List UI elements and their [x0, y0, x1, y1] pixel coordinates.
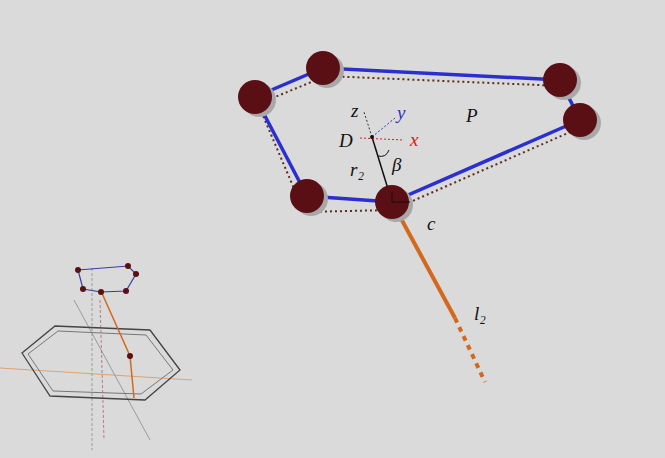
leg-line-dashed	[455, 318, 485, 382]
vertex-dots	[75, 263, 139, 295]
main-figure	[238, 51, 601, 382]
joint-balls	[238, 51, 601, 222]
radius-label: r₂	[350, 160, 364, 179]
inset-sketch	[0, 263, 192, 450]
point-label: c	[427, 214, 435, 233]
tick-line	[392, 202, 412, 203]
angle-arc	[378, 150, 389, 156]
hexagon-outline	[28, 331, 173, 394]
axis-label: z	[351, 101, 358, 120]
axis-line	[0, 368, 192, 380]
hexagon-outline	[22, 326, 180, 400]
leg-line	[101, 291, 134, 398]
dotted-polygon	[258, 76, 584, 212]
y-axis	[372, 118, 395, 137]
joint-dot	[127, 353, 133, 359]
axis-line	[74, 300, 150, 440]
tick-line	[392, 192, 393, 202]
axis-line	[92, 268, 93, 450]
polygon-label: P	[466, 106, 478, 125]
leg-label: l₂	[474, 304, 486, 323]
axis-label: x	[410, 130, 418, 149]
z-axis	[364, 112, 372, 137]
platform-outline	[78, 266, 136, 292]
tick-line	[392, 202, 410, 203]
axis-line	[100, 300, 104, 440]
axis-label: y	[397, 103, 405, 122]
x-axis	[360, 138, 404, 140]
point-label: D	[339, 131, 353, 150]
center-point	[370, 135, 374, 139]
angle-label: β	[392, 155, 401, 174]
